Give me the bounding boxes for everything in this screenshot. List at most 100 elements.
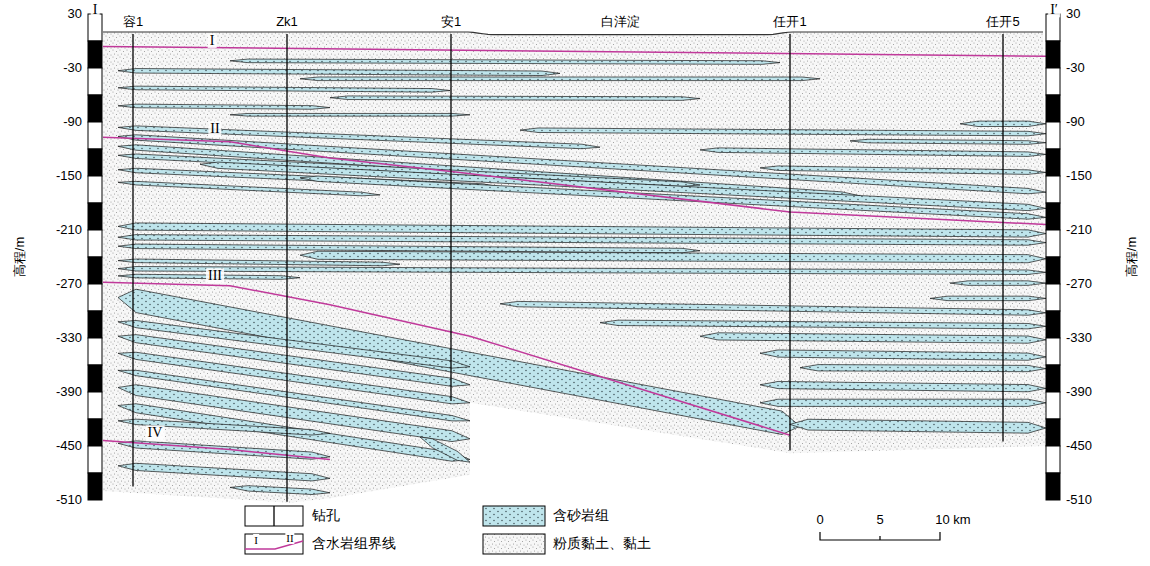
borehole [789, 34, 790, 451]
scale-label: 5 [876, 513, 883, 527]
tick-label: -150 [1066, 169, 1092, 183]
sand-lens [930, 296, 1046, 301]
aquifer-number: IV [146, 426, 165, 441]
elevation-bar [1046, 122, 1060, 149]
sand-lens [330, 96, 700, 100]
aquifer-boundary [103, 137, 1046, 224]
aquifer-boundary [103, 441, 330, 460]
section-end: I′ [1048, 2, 1060, 17]
sand-lens [700, 333, 1046, 343]
scale-bar [820, 532, 940, 540]
sand-lens [118, 69, 560, 76]
scale-label: 10 km [935, 513, 970, 527]
elevation-bar [88, 392, 102, 419]
borehole-swatch [273, 506, 274, 526]
elevation-bar [1046, 95, 1060, 122]
tick-label: -210 [56, 223, 82, 237]
elevation-bar [88, 419, 102, 446]
elevation-bar [88, 14, 102, 41]
sand-swatch [483, 506, 545, 526]
axis-title: 高程/m [1125, 237, 1139, 277]
aquifer-number: II [208, 121, 221, 136]
elevation-bar [88, 122, 102, 149]
elevation-bar [1046, 446, 1060, 473]
elevation-bar [1046, 203, 1060, 230]
sand-lens [600, 320, 1046, 329]
legend-text: 含砂岩组 [553, 508, 609, 523]
borehole [286, 34, 287, 502]
elevation-bar [88, 473, 102, 500]
aquifer-number: III [206, 268, 224, 283]
tick-label: -510 [56, 493, 82, 507]
borehole-name: 任开1 [773, 15, 806, 29]
elevation-bar [88, 149, 102, 176]
tick-label: -330 [1066, 331, 1092, 345]
borehole [1002, 34, 1003, 442]
tick-label: -390 [1066, 385, 1092, 399]
elevation-bar [88, 203, 102, 230]
sand-lens [300, 77, 820, 81]
sand-lens [200, 162, 1046, 211]
sand-lens [118, 235, 1046, 246]
section-end: I [91, 2, 100, 17]
sand-lens [420, 437, 470, 462]
sand-lens [118, 223, 1046, 237]
tick-label: 30 [1066, 7, 1080, 21]
clay-swatch [483, 534, 545, 554]
borehole-name: Zk1 [276, 15, 298, 29]
sand-lens [118, 289, 800, 434]
tick-label: -390 [56, 385, 82, 399]
tick-label: -210 [1066, 223, 1092, 237]
tick-label: -30 [63, 61, 82, 75]
sand-lens [520, 128, 1046, 136]
ground-surface [103, 32, 1043, 35]
elevation-bar [88, 311, 102, 338]
legend-text: 钻孔 [312, 508, 340, 523]
elevation-bar [88, 338, 102, 365]
elevation-bar [88, 257, 102, 284]
aquifer-number: I [253, 534, 259, 546]
axis-title: 高程/m [13, 237, 27, 277]
borehole-name: 任开5 [986, 15, 1019, 29]
tick-label: -450 [1066, 439, 1092, 453]
tick-label: -90 [63, 115, 82, 129]
borehole [132, 34, 133, 487]
legend-text: 含水岩组界线 [312, 536, 396, 551]
elevation-bar [1046, 176, 1060, 203]
sand-lens [230, 59, 780, 64]
tick-label: -270 [56, 277, 82, 291]
borehole-swatch [245, 506, 303, 526]
scale-label: 0 [816, 513, 823, 527]
sand-lens [950, 281, 1046, 286]
tick-label: -90 [1066, 115, 1085, 129]
elevation-bar [1046, 392, 1060, 419]
sand-lens [300, 251, 1046, 263]
elevation-bar [1046, 68, 1060, 95]
elevation-bar [1046, 284, 1060, 311]
borehole-name: 安1 [441, 15, 461, 29]
sand-lens [118, 181, 380, 195]
sand-lens [500, 301, 1046, 315]
elevation-bar [1046, 419, 1060, 446]
borehole [450, 34, 451, 401]
elevation-bar [88, 446, 102, 473]
tick-label: 30 [68, 7, 82, 21]
elevation-bar [88, 230, 102, 257]
aquifer-boundary [103, 282, 790, 435]
elevation-bar [88, 41, 102, 68]
sand-lens [800, 365, 1046, 372]
elevation-bar [1046, 149, 1060, 176]
elevation-bar [88, 176, 102, 203]
elevation-bar [88, 95, 102, 122]
tick-label: -510 [1066, 493, 1092, 507]
tick-label: -450 [56, 439, 82, 453]
sand-lens [118, 404, 470, 461]
elevation-bar [1046, 14, 1060, 41]
aquifer-number: I [208, 33, 217, 48]
borehole-name: 白洋淀 [601, 15, 640, 29]
tick-label: -150 [56, 169, 82, 183]
clay-ground [103, 32, 1046, 503]
sand-lens [118, 86, 450, 92]
elevation-bar [1046, 338, 1060, 365]
